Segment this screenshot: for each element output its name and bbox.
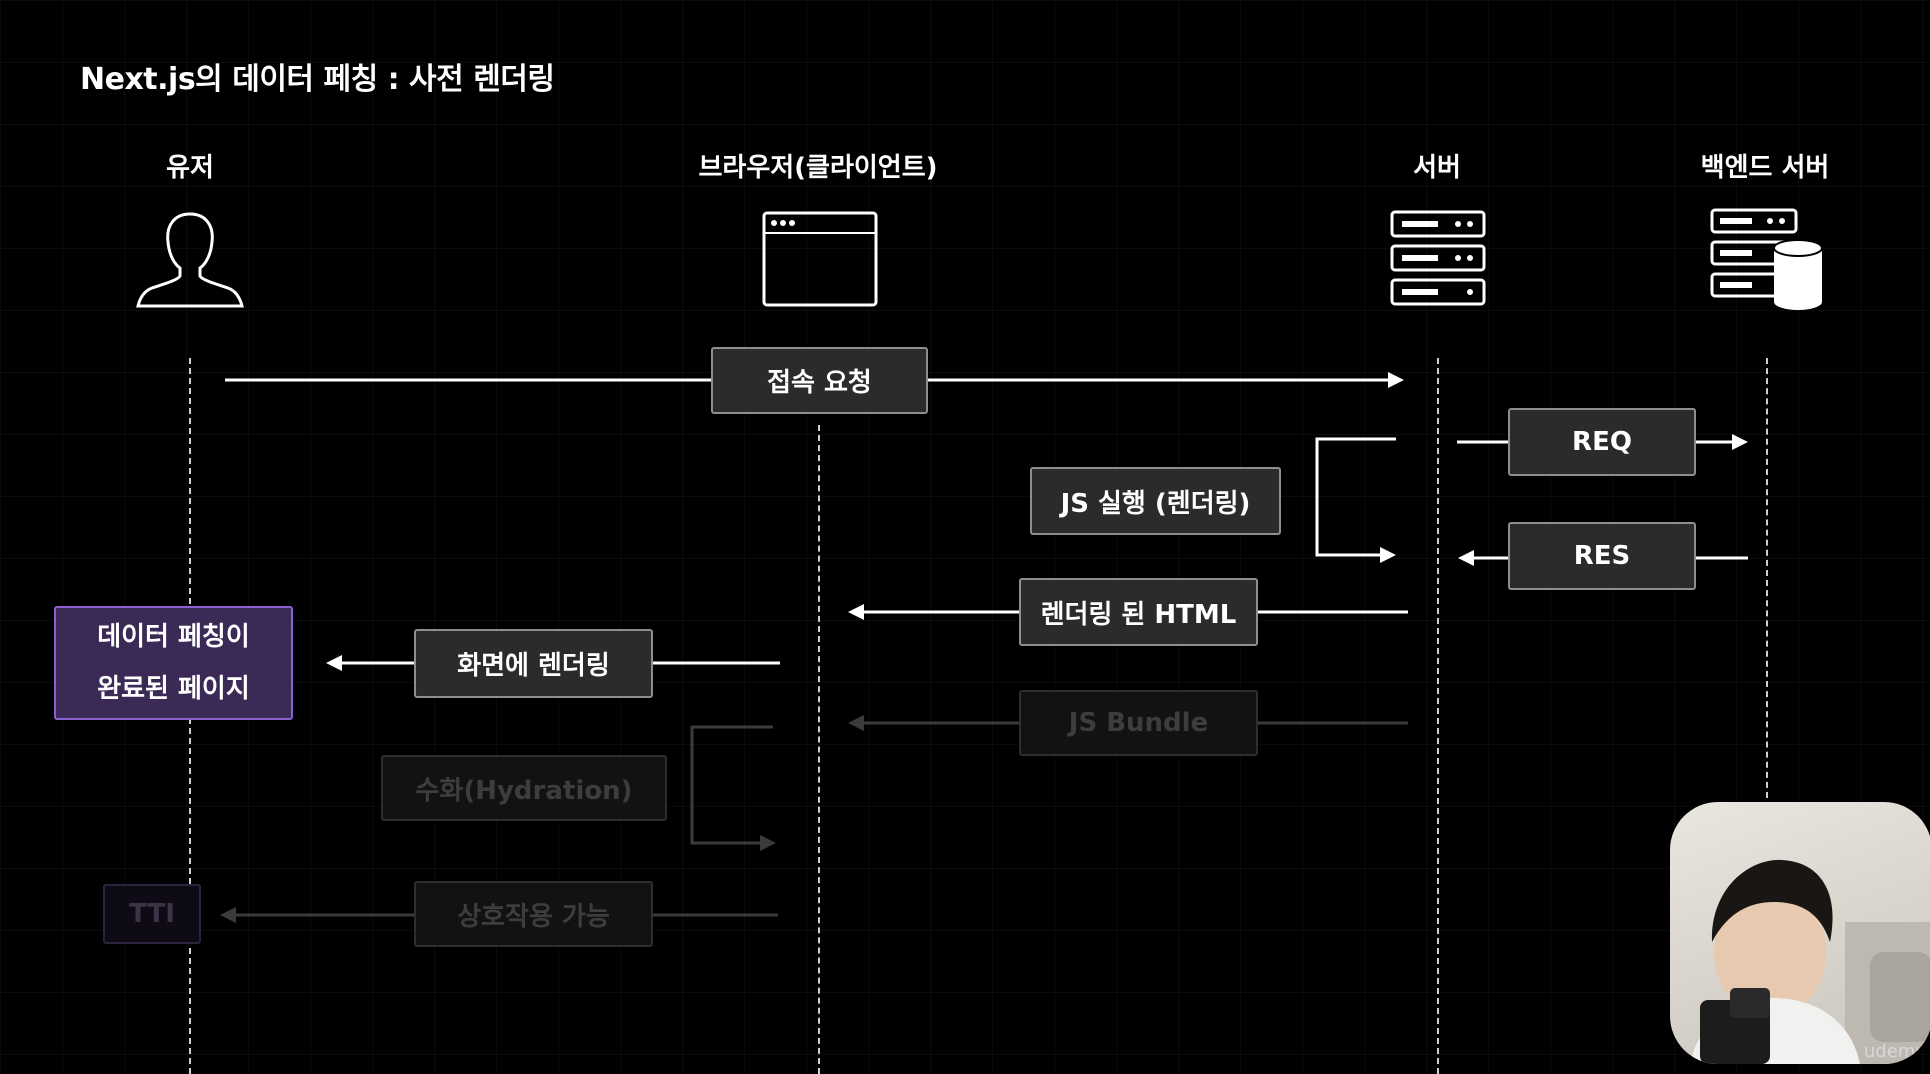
hydration-box: 수화(Hydration) xyxy=(381,755,667,821)
result-line-2: 완료된 페이지 xyxy=(97,674,250,704)
req-box: REQ xyxy=(1508,408,1696,476)
actor-server-label: 서버 xyxy=(1413,153,1461,183)
backend-database-icon xyxy=(1710,208,1823,310)
user-icon xyxy=(136,212,244,308)
tti-box: TTI xyxy=(103,884,201,944)
rendered-html-box: 렌더링 된 HTML xyxy=(1019,578,1258,646)
interactive-box: 상호작용 가능 xyxy=(414,881,653,947)
actor-browser-label: 브라우저(클라이언트) xyxy=(698,153,938,183)
result-line-1: 데이터 페칭이 xyxy=(97,622,250,652)
actor-backend-label: 백엔드 서버 xyxy=(1700,153,1830,183)
instructor-video-image xyxy=(1690,859,1930,1064)
lifeline-browser xyxy=(818,425,820,1074)
browser-window-icon xyxy=(762,211,878,307)
actor-user-label: 유저 xyxy=(166,153,214,183)
server-icon xyxy=(1390,210,1486,306)
res-box: RES xyxy=(1508,522,1696,590)
connect-request-box: 접속 요청 xyxy=(711,347,928,414)
js-execute-box: JS 실행 (렌더링) xyxy=(1030,467,1281,535)
lifeline-server xyxy=(1437,358,1439,1074)
js-bundle-box: JS Bundle xyxy=(1019,690,1258,756)
hydration-loop-arrow xyxy=(690,725,773,845)
render-to-screen-box: 화면에 렌더링 xyxy=(414,629,653,698)
result-page-box: 데이터 페칭이 완료된 페이지 xyxy=(54,606,293,720)
js-execute-loop-arrow xyxy=(1315,437,1396,557)
instructor-webcam: udemy xyxy=(1670,802,1930,1064)
page-title: Next.js의 데이터 페칭 : 사전 렌더링 xyxy=(80,62,555,97)
lifeline-backend xyxy=(1766,358,1768,798)
udemy-watermark: udemy xyxy=(1863,1041,1926,1062)
